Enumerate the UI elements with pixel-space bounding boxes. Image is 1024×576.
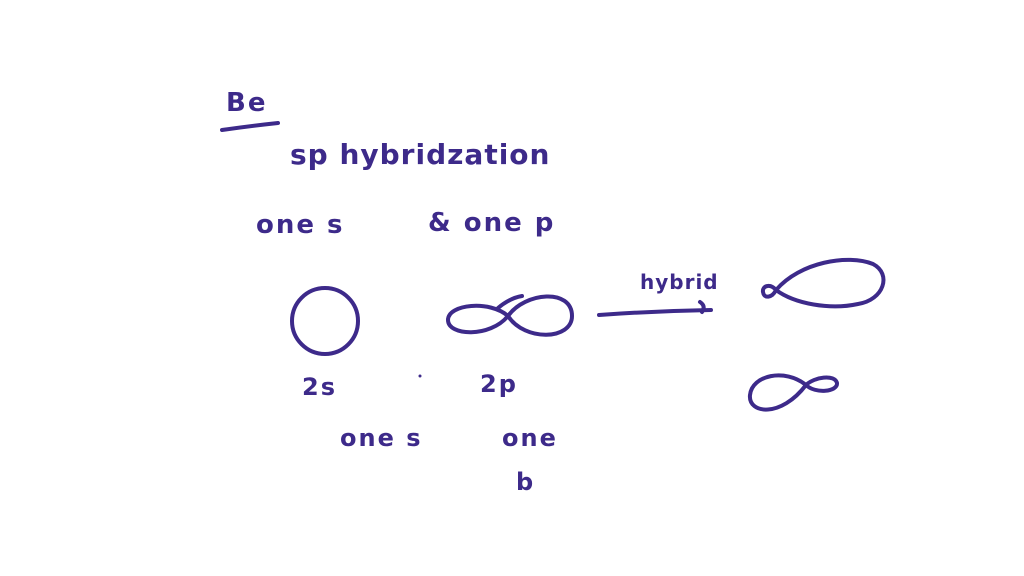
one-p-text: & one p <box>428 208 556 238</box>
b-caption: b <box>516 468 536 496</box>
hybrid-arrow-tick <box>698 300 706 314</box>
one-caption: one <box>502 424 558 452</box>
hybrid-arrow-label: hybrid <box>640 270 719 294</box>
element-symbol: Be <box>226 88 268 118</box>
s-orbital-circle <box>290 286 360 356</box>
heading-text: sp hybridzation <box>290 138 551 171</box>
orbital-2p-label: 2p <box>480 370 518 398</box>
be-underline <box>220 121 280 132</box>
sp-hybrid-orbital-upper <box>760 257 886 309</box>
p-orbital-overlap <box>496 294 524 310</box>
one-s-text: one s <box>256 210 345 240</box>
one-s-caption: one s <box>340 424 423 452</box>
orbital-2s-label: 2s <box>302 373 337 401</box>
p-orbital-shape <box>446 294 574 337</box>
hybrid-arrow-line <box>597 308 713 317</box>
ink-dot <box>418 374 422 378</box>
sp-hybrid-orbital-lower <box>748 373 839 412</box>
